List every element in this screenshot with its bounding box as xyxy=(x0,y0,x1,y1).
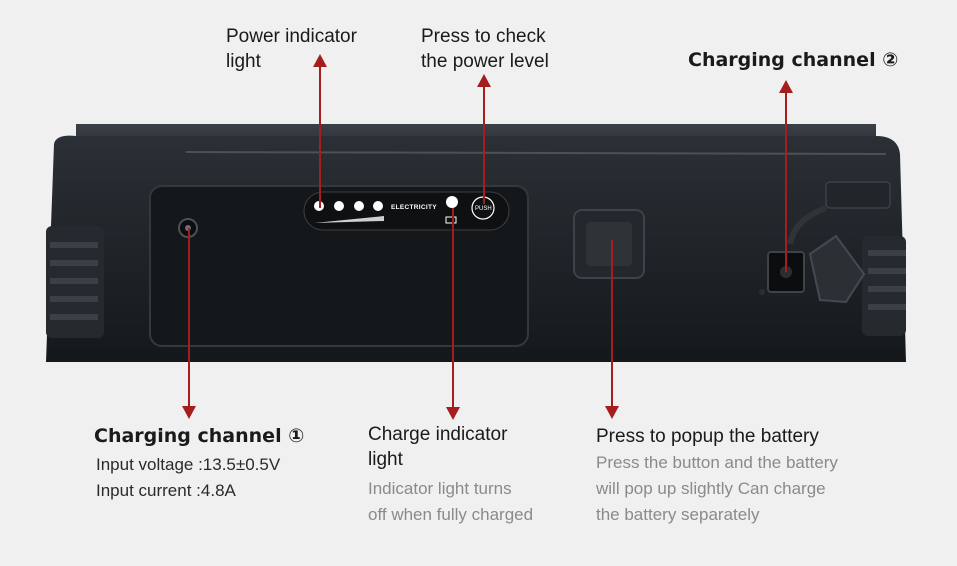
channel-2-title: Charging channel ② xyxy=(688,49,899,71)
battery-icon xyxy=(445,216,457,224)
popup-details: Press the button and the battery will po… xyxy=(596,450,838,528)
arrow-power-indicator xyxy=(313,54,327,208)
arrow-charge-indicator xyxy=(446,208,460,420)
popup-detail-line-3: the battery separately xyxy=(596,505,760,524)
arrow-popup xyxy=(605,240,619,419)
press-check-line-1: Press to check xyxy=(421,26,546,47)
press-check-callout: Press to check the power level xyxy=(421,24,549,74)
charge-indicator-line-1: Charge indicator xyxy=(368,424,508,445)
left-grip xyxy=(46,226,104,338)
charge-detail-line-2: off when fully charged xyxy=(368,505,534,524)
charge-led xyxy=(446,196,458,208)
power-indicator-line-1: Power indicator xyxy=(226,26,357,47)
charge-detail-line-1: Indicator light turns xyxy=(368,479,512,498)
power-indicator-callout: Power indicator light xyxy=(226,24,357,74)
electricity-label: ELECTRICITY xyxy=(391,204,437,211)
channel-1-details: Input voltage :13.5±0.5V Input current :… xyxy=(96,452,280,504)
arrow-channel-1 xyxy=(182,228,196,419)
right-grip xyxy=(862,236,906,336)
arrow-channel-2 xyxy=(779,80,793,272)
charge-indicator-callout: Charge indicator light xyxy=(368,422,507,472)
press-check-line-2: the power level xyxy=(421,51,549,72)
charge-indicator-line-2: light xyxy=(368,449,403,470)
popup-button[interactable] xyxy=(573,209,645,279)
led-4 xyxy=(373,201,383,211)
popup-detail-line-1: Press the button and the battery xyxy=(596,453,838,472)
channel-1-title: Charging channel ① xyxy=(94,425,305,447)
charge-indicator-details: Indicator light turns off when fully cha… xyxy=(368,476,533,528)
device-photo: ELECTRICITY PUSH xyxy=(46,124,906,362)
popup-detail-line-2: will pop up slightly Can charge xyxy=(596,479,826,498)
input-current: Input current :4.8A xyxy=(96,481,236,500)
led-2 xyxy=(334,201,344,211)
push-label: PUSH xyxy=(475,206,492,212)
power-indicator-line-2: light xyxy=(226,51,261,72)
arrow-press-check xyxy=(477,74,491,204)
led-3 xyxy=(354,201,364,211)
device-illustration: ELECTRICITY PUSH xyxy=(46,124,906,362)
input-voltage: Input voltage :13.5±0.5V xyxy=(96,455,281,474)
port-rubber-cap xyxy=(787,181,891,304)
popup-title: Press to popup the battery xyxy=(596,426,819,447)
indicator-panel: ELECTRICITY PUSH xyxy=(303,191,510,231)
